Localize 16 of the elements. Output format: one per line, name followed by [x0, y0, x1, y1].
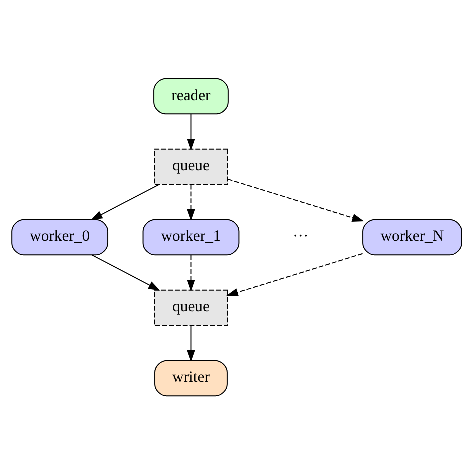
arrow: [187, 254, 196, 292]
node-box: worker_0: [12, 218, 109, 256]
node-box: worker_N: [362, 218, 462, 256]
node-box: queue: [154, 148, 228, 185]
label: ···: [293, 228, 309, 245]
arrow: [226, 252, 364, 296]
arrow: [187, 184, 196, 221]
arrow: [228, 178, 364, 222]
node-box: queue: [154, 289, 228, 326]
node-box: worker_1: [142, 218, 240, 256]
node-box: reader: [154, 78, 229, 114]
arrow: [92, 254, 160, 290]
arrow: [187, 113, 196, 150]
arrow: [187, 324, 196, 362]
arrow: [90, 184, 160, 220]
node-box: writer: [154, 360, 228, 396]
